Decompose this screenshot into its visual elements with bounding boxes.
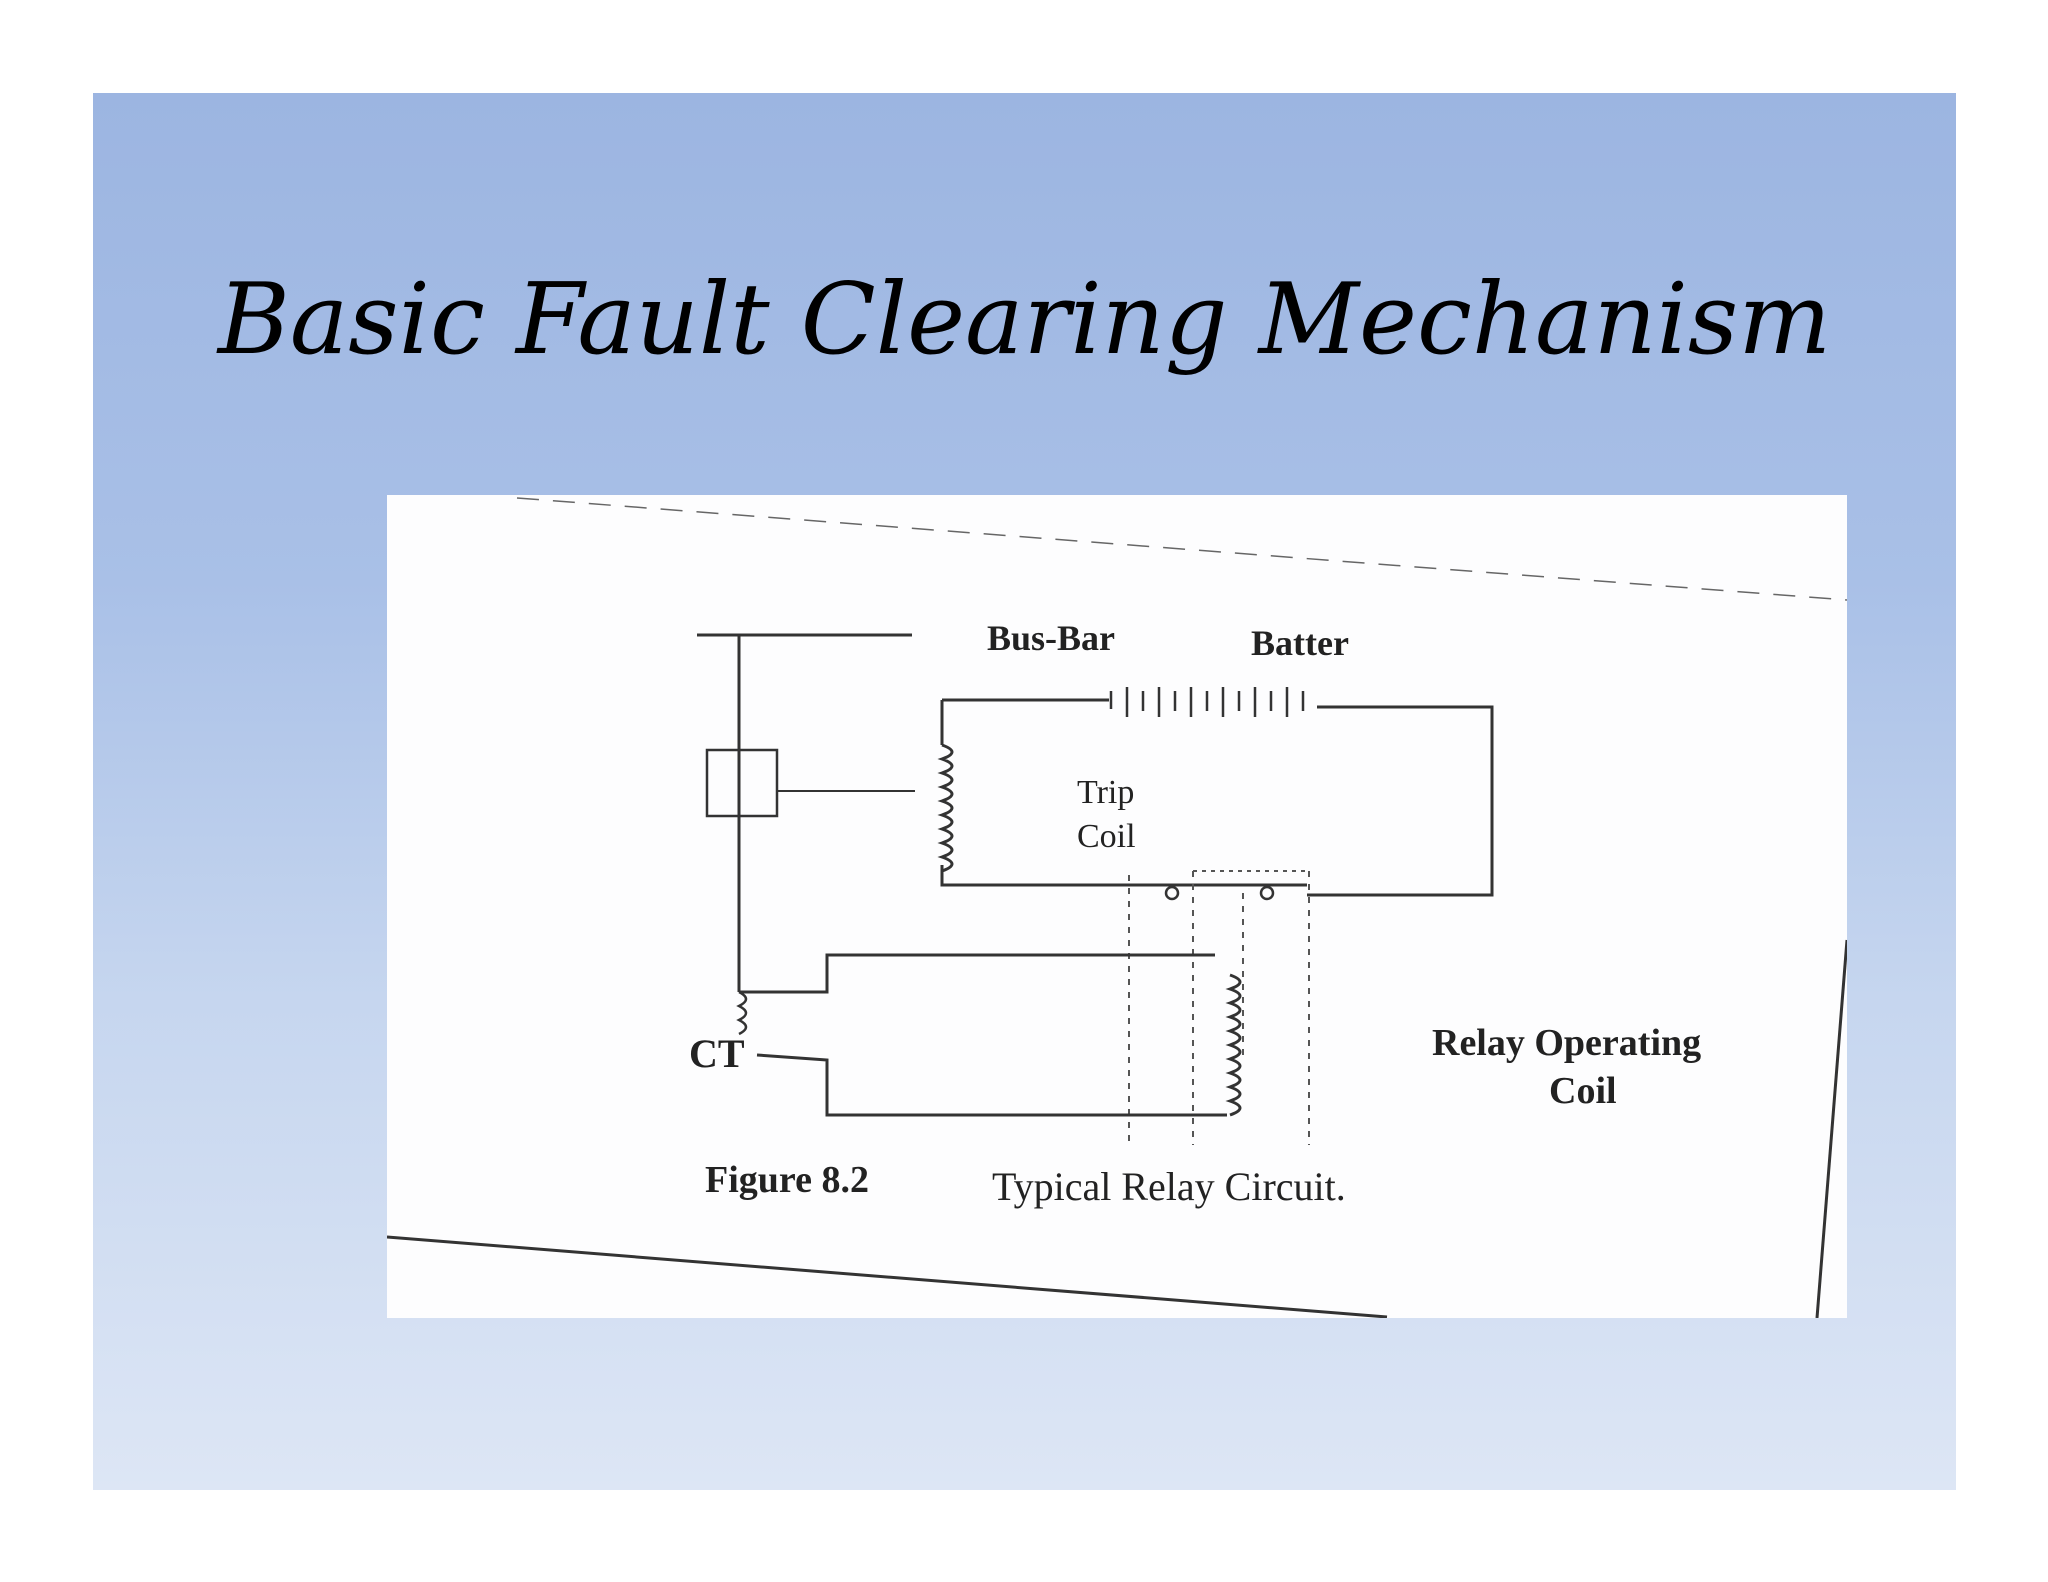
figure-caption-number: Figure 8.2	[705, 1159, 869, 1201]
figure-caption-text: Typical Relay Circuit.	[992, 1164, 1346, 1209]
relay-operating-coil-icon	[1225, 973, 1242, 1117]
circuit-diagram: Bus-Bar Batter Trip Coil CT Relay Operat…	[387, 497, 1847, 1318]
slide: Basic Fault Clearing Mechanism	[93, 93, 1956, 1490]
trip-coil-label-line1: Trip	[1077, 774, 1134, 811]
battery-right-wire	[1307, 705, 1494, 897]
ct-coil-icon	[736, 990, 748, 1036]
circuit-breaker-box	[705, 748, 779, 818]
relay-coil-label-line1: Relay Operating	[1432, 1022, 1701, 1064]
slide-title: Basic Fault Clearing Mechanism	[217, 263, 1832, 377]
relay-circuit-figure: Bus-Bar Batter Trip Coil CT Relay Operat…	[387, 495, 1847, 1318]
scan-edge-top	[516, 497, 1847, 601]
ct-label: CT	[689, 1031, 745, 1076]
ct-secondary-bottom-wire	[756, 1053, 1227, 1117]
ct-secondary-top-wire	[739, 953, 1215, 994]
trip-coil-bottom-wire	[940, 865, 1172, 887]
busbar-label: Bus-Bar	[987, 618, 1115, 658]
relay-contacts-icon	[1164, 870, 1309, 901]
trip-coil-icon	[937, 743, 954, 873]
battery-label: Batter	[1251, 623, 1349, 663]
relay-coil-label-line2: Coil	[1549, 1070, 1617, 1112]
trip-coil-label-line2: Coil	[1077, 818, 1136, 855]
battery-icon	[1109, 687, 1305, 717]
scan-edge-right	[1815, 939, 1847, 1318]
relay-dashed-outline	[1128, 871, 1310, 1145]
scan-edge-bottom	[387, 1235, 1388, 1318]
